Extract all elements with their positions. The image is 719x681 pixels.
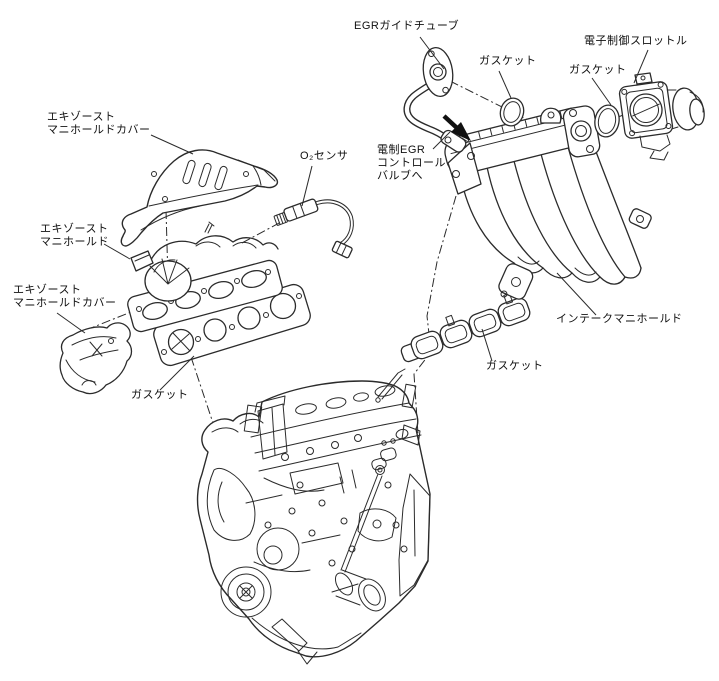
label-egr-control-valve: 電制EGR コントロール バルブへ (377, 144, 446, 182)
leader-lines (56, 36, 649, 391)
label-exhaust-manifold-cover-top: エキゾースト マニホールドカバー (47, 111, 151, 136)
label-gasket-top-right: ガスケット (569, 64, 627, 76)
label-intake-manifold: インテークマニホールド (556, 313, 683, 325)
intake-manifold-drawing (444, 105, 652, 300)
exhaust-gasket-drawing (153, 283, 311, 367)
label-egr-guide-tube: EGRガイドチューブ (354, 20, 460, 32)
throttle-body-drawing (618, 72, 705, 161)
engine-block-drawing (196, 368, 431, 665)
label-o2-sensor: O₂センサ (300, 150, 349, 162)
exhaust-manifold-cover-top-drawing (120, 149, 279, 247)
label-gasket-intake: ガスケット (486, 360, 544, 372)
egr-flow-arrow (442, 114, 471, 141)
exhaust-manifold-drawing (127, 221, 283, 333)
label-electronic-throttle: 電子制御スロットル (584, 35, 688, 47)
intake-gasket-drawing (400, 292, 531, 363)
oring-gasket-right-drawing (594, 104, 620, 138)
o2-sensor-drawing (273, 198, 354, 259)
exhaust-manifold-cover-bottom-drawing (59, 322, 133, 395)
label-gasket-top-left: ガスケット (479, 55, 537, 67)
oring-gasket-left-drawing (499, 97, 525, 127)
label-exhaust-manifold: エキゾースト マニホールド (40, 223, 109, 248)
label-exhaust-manifold-cover-bottom: エキゾースト マニホールドカバー (13, 284, 117, 309)
label-gasket-exhaust: ガスケット (131, 389, 189, 401)
egr-guide-tube-drawing (403, 47, 469, 153)
